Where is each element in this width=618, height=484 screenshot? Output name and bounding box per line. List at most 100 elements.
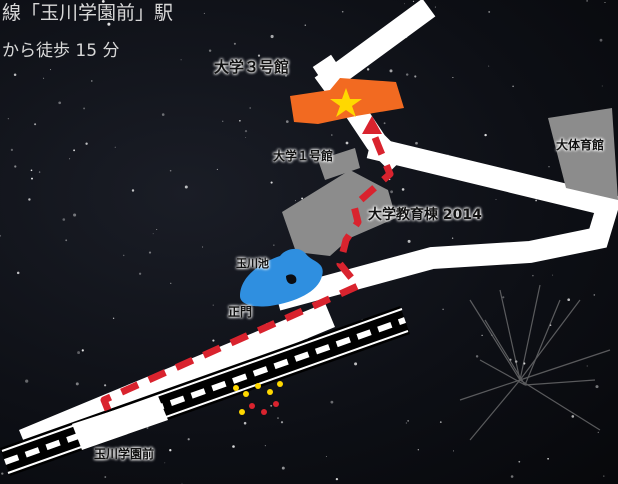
background-star <box>434 6 436 8</box>
background-star <box>280 421 284 424</box>
pond <box>240 248 323 307</box>
arrow-up-icon <box>362 116 382 134</box>
background-star <box>146 426 149 429</box>
background-star <box>453 450 454 452</box>
background-star <box>81 349 84 352</box>
background-star <box>488 65 490 67</box>
background-star <box>301 197 304 200</box>
background-star <box>77 351 81 355</box>
background-star <box>161 113 165 116</box>
background-star <box>65 239 68 242</box>
background-star <box>401 188 405 191</box>
background-star <box>281 466 285 470</box>
background-star <box>345 141 349 145</box>
background-star <box>586 365 588 367</box>
background-star <box>75 382 79 386</box>
background-star <box>285 74 287 77</box>
background-star <box>170 282 172 284</box>
background-star <box>73 149 76 152</box>
background-star <box>341 10 344 13</box>
background-star <box>414 75 417 78</box>
background-star <box>208 49 212 52</box>
background-star <box>164 462 166 464</box>
background-star <box>417 449 419 451</box>
background-star <box>599 38 603 42</box>
background-star <box>270 34 274 39</box>
building-1 <box>318 148 360 180</box>
background-star <box>169 169 172 172</box>
background-star <box>405 422 408 424</box>
station-platform <box>72 396 168 450</box>
background-star <box>249 107 252 109</box>
background-star <box>104 384 107 387</box>
background-star <box>212 304 214 306</box>
background-star <box>571 415 575 418</box>
pond-islet <box>286 274 297 284</box>
background-star <box>510 475 514 478</box>
background-star <box>69 158 71 160</box>
background-star <box>216 168 218 170</box>
background-star <box>131 189 135 192</box>
label-building-1: 大学１号館 <box>273 149 334 163</box>
background-star <box>244 129 248 133</box>
background-star <box>604 1 606 4</box>
background-star <box>239 120 241 122</box>
background-star <box>14 165 17 168</box>
background-star <box>180 59 182 61</box>
label-pond: 玉川池 <box>236 257 269 270</box>
background-star <box>601 85 603 87</box>
background-star <box>43 77 45 79</box>
background-star <box>148 251 152 254</box>
background-star <box>452 76 454 79</box>
background-star <box>439 421 442 423</box>
background-star <box>407 239 411 243</box>
background-star <box>552 274 554 276</box>
walk-time: から徒歩 15 分 <box>2 41 120 61</box>
background-star <box>122 254 125 257</box>
background-star <box>104 476 107 478</box>
background-star <box>597 431 599 434</box>
background-star <box>407 420 409 422</box>
background-star <box>233 42 236 45</box>
background-star <box>567 298 571 302</box>
background-star <box>169 449 172 452</box>
label-gym: 大体育館 <box>556 138 605 152</box>
fireworks <box>459 284 611 441</box>
background-star <box>383 122 386 125</box>
background-star <box>187 438 190 441</box>
background-star <box>58 101 62 105</box>
background-star <box>354 362 358 366</box>
background-star <box>535 199 537 202</box>
background-star <box>114 146 116 148</box>
background-star <box>270 404 273 407</box>
background-star <box>548 166 550 168</box>
background-star <box>547 457 549 460</box>
background-star <box>330 400 334 404</box>
background-star <box>28 198 31 201</box>
background-star <box>1 472 4 475</box>
background-star <box>277 417 279 420</box>
background-star <box>34 123 37 126</box>
background-star <box>304 24 307 26</box>
background-star <box>62 218 66 221</box>
background-star <box>49 69 52 71</box>
background-star <box>586 0 588 2</box>
background-star <box>335 477 339 481</box>
background-star <box>139 456 142 459</box>
background-star <box>593 294 596 296</box>
background-star <box>184 185 188 189</box>
background-star <box>243 421 247 425</box>
background-star <box>512 85 514 88</box>
background-star <box>16 271 20 275</box>
background-star <box>257 54 261 57</box>
background-star <box>147 458 150 460</box>
background-star <box>25 379 29 383</box>
background-star <box>603 475 605 477</box>
background-star <box>285 120 289 123</box>
background-star <box>212 339 215 342</box>
background-star <box>103 17 105 19</box>
background-star <box>403 3 405 5</box>
background-star <box>0 234 2 237</box>
background-star <box>31 177 33 180</box>
crossing-dots <box>233 381 283 415</box>
